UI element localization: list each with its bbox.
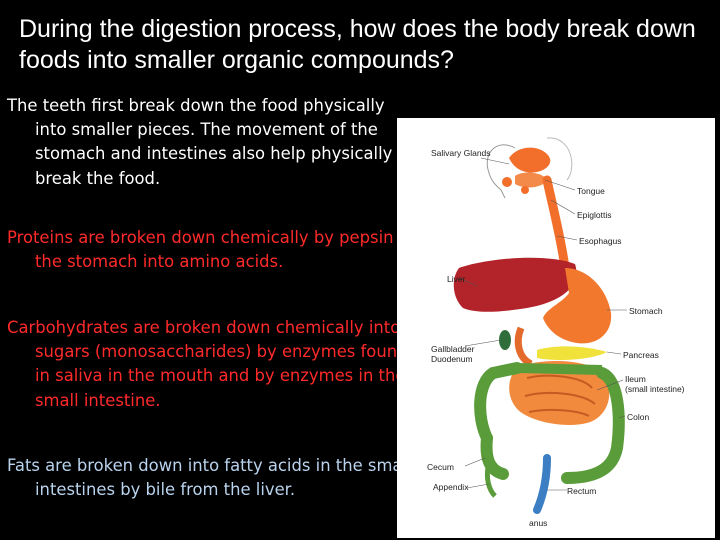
liver-shape <box>453 257 577 312</box>
tongue-shape <box>515 172 547 188</box>
label-colon: Colon <box>627 412 649 422</box>
digestive-system-illustration: Salivary Glands Tongue Epiglottis Esopha… <box>427 137 685 528</box>
pancreas-shape <box>537 346 607 360</box>
label-tongue: Tongue <box>577 186 605 196</box>
label-gallbladder: Gallbladder <box>431 344 475 354</box>
label-cecum: Cecum <box>427 462 454 472</box>
esophagus-shape <box>542 175 570 273</box>
rectum-shape <box>533 454 551 514</box>
small-intestine-shape <box>509 361 610 425</box>
label-stomach: Stomach <box>629 306 663 316</box>
slide-title: During the digestion process, how does t… <box>19 15 696 74</box>
paragraph-proteins: Proteins are broken down chemically by p… <box>7 228 414 272</box>
label-esophagus: Esophagus <box>579 236 622 246</box>
paragraph-carbohydrates: Carbohydrates are broken down chemically… <box>7 318 408 410</box>
gallbladder-shape <box>499 330 511 350</box>
colon-shape <box>474 362 625 484</box>
label-pancreas: Pancreas <box>623 350 659 360</box>
label-ileum: Ileum <box>625 374 646 384</box>
paragraph-fats: Fats are broken down into fatty acids in… <box>7 456 412 500</box>
label-liver: Liver <box>447 274 466 284</box>
label-rectum: Rectum <box>567 486 596 496</box>
stomach-shape <box>543 268 612 344</box>
label-ileum-sub: (small intestine) <box>625 384 685 394</box>
paragraph-teeth: The teeth first break down the food phys… <box>7 96 393 188</box>
label-salivary-glands: Salivary Glands <box>431 148 491 158</box>
label-anus: anus <box>529 518 547 528</box>
label-duodenum: Duodenum <box>431 354 473 364</box>
salivary-glands-shape <box>509 147 551 173</box>
label-appendix: Appendix <box>433 482 469 492</box>
digestive-system-diagram: Salivary Glands Tongue Epiglottis Esopha… <box>397 118 715 538</box>
label-epiglottis: Epiglottis <box>577 210 612 220</box>
